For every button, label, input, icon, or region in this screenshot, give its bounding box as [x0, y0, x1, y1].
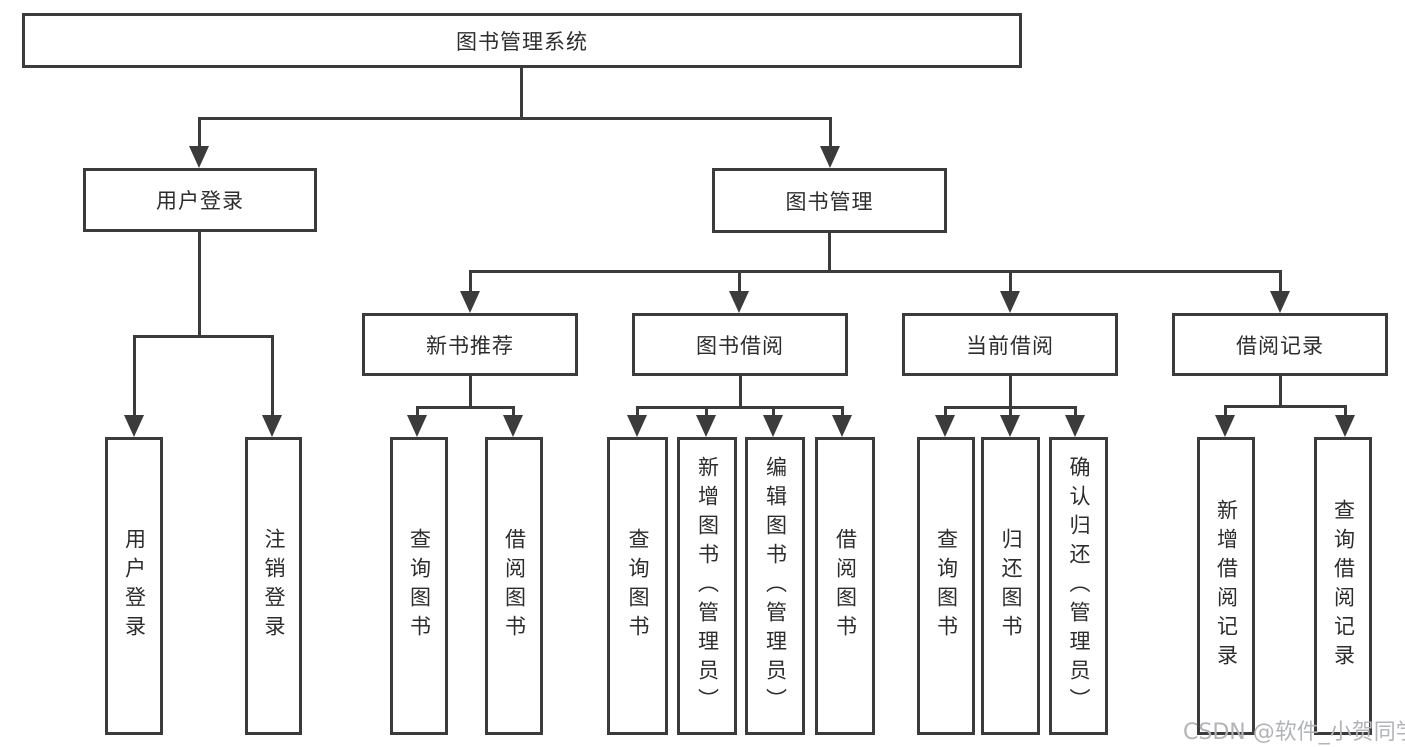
leaf-rec-query-label: 查询借阅记录 [1331, 499, 1356, 673]
connector-to-cur-query [944, 406, 947, 419]
connector-to-bw-query [636, 406, 639, 419]
connector-to-new-books [469, 270, 472, 295]
arrowhead-bw-edit [763, 415, 783, 437]
node-book-mgmt: 图书管理 [712, 168, 947, 233]
leaf-rec-query: 查询借阅记录 [1314, 437, 1372, 735]
leaf-login-label: 用户登录 [122, 528, 147, 644]
connector-to-bw-borrow [841, 406, 844, 419]
node-current-label: 当前借阅 [966, 333, 1054, 358]
leaf-bw-borrow-label: 借阅图书 [833, 528, 858, 644]
csdn-watermark: CSDN @软件_小贺同学 [1183, 720, 1405, 745]
arrowhead-rec-add [1215, 415, 1235, 437]
leaf-bw-edit-label: 编辑图书（管理员） [763, 455, 788, 717]
connector-borrowing-stem [739, 376, 742, 408]
connector-to-records [1279, 270, 1282, 295]
node-user-login: 用户登录 [83, 168, 317, 232]
connector-to-cur-confirm [1074, 406, 1077, 419]
leaf-rec-add: 新增借阅记录 [1197, 437, 1255, 735]
arrowhead-new-books [460, 291, 480, 313]
arrowhead-borrowing [729, 291, 749, 313]
node-borrowing: 图书借阅 [632, 313, 848, 376]
arrowhead-current [1000, 291, 1020, 313]
arrowhead-nb-borrow [503, 415, 523, 437]
arrowhead-logout [262, 415, 282, 437]
leaf-cur-return: 归还图书 [981, 437, 1040, 735]
node-user-login-label: 用户登录 [156, 189, 244, 213]
leaf-bw-query: 查询图书 [607, 437, 668, 735]
connector-borrowing-rail [636, 406, 844, 409]
connector-user-login-rail [133, 335, 274, 338]
connector-level3-rail [469, 270, 1282, 273]
arrowhead-book-mgmt [820, 146, 840, 168]
node-current: 当前借阅 [902, 313, 1118, 376]
connector-current-stem [1009, 376, 1012, 408]
connector-new-books-rail [416, 406, 515, 409]
connector-to-book-mgmt [829, 117, 832, 150]
connector-to-rec-add [1224, 405, 1227, 419]
arrowhead-user-login [189, 146, 209, 168]
leaf-nb-query-label: 查询图书 [407, 528, 432, 644]
node-records: 借阅记录 [1172, 313, 1388, 376]
connector-to-logout [271, 335, 274, 417]
leaf-bw-borrow: 借阅图书 [815, 437, 875, 735]
leaf-bw-edit: 编辑图书（管理员） [745, 437, 805, 735]
leaf-bw-add-label: 新增图书（管理员） [695, 455, 720, 717]
leaf-nb-borrow: 借阅图书 [485, 437, 543, 735]
node-root-label: 图书管理系统 [456, 29, 588, 54]
leaf-nb-query: 查询图书 [390, 437, 448, 735]
leaf-login: 用户登录 [105, 437, 163, 735]
arrowhead-cur-return [1000, 415, 1020, 437]
connector-book-mgmt-stem [828, 233, 831, 272]
leaf-cur-confirm-label: 确认归还（管理员） [1067, 455, 1091, 717]
connector-to-current [1009, 270, 1012, 295]
arrowhead-nb-query [407, 415, 427, 437]
arrowhead-records [1270, 291, 1290, 313]
connector-to-rec-query [1344, 405, 1347, 419]
connector-records-stem [1279, 376, 1282, 407]
leaf-cur-return-label: 归还图书 [999, 528, 1023, 644]
arrowhead-rec-query [1335, 415, 1355, 437]
connector-to-bw-edit [772, 406, 775, 419]
node-records-label: 借阅记录 [1236, 333, 1324, 358]
arrowhead-bw-add [696, 415, 716, 437]
arrowhead-bw-query [627, 415, 647, 437]
arrowhead-bw-borrow [832, 415, 852, 437]
arrowhead-cur-query [935, 415, 955, 437]
leaf-logout-label: 注销登录 [262, 528, 286, 644]
leaf-cur-query: 查询图书 [917, 437, 975, 735]
connector-user-login-stem [198, 232, 201, 337]
leaf-rec-add-label: 新增借阅记录 [1214, 499, 1239, 673]
node-new-books: 新书推荐 [362, 313, 578, 376]
leaf-cur-confirm: 确认归还（管理员） [1049, 437, 1108, 735]
connector-to-nb-borrow [512, 406, 515, 419]
connector-to-nb-query [416, 406, 419, 419]
connector-level2-rail [198, 117, 832, 120]
node-borrowing-label: 图书借阅 [696, 333, 784, 358]
node-root: 图书管理系统 [22, 13, 1022, 68]
node-new-books-label: 新书推荐 [426, 333, 514, 358]
leaf-bw-query-label: 查询图书 [626, 528, 650, 644]
arrowhead-cur-confirm [1065, 415, 1085, 437]
node-book-mgmt-label: 图书管理 [785, 189, 874, 214]
leaf-logout: 注销登录 [245, 437, 302, 735]
arrowhead-login [124, 415, 144, 437]
connector-new-books-stem [469, 376, 472, 408]
connector-to-user-login [198, 117, 201, 150]
connector-records-rail [1224, 405, 1347, 408]
connector-to-bw-add [705, 406, 708, 419]
connector-to-login [133, 335, 136, 417]
leaf-nb-borrow-label: 借阅图书 [502, 528, 527, 644]
leaf-bw-add: 新增图书（管理员） [677, 437, 737, 735]
leaf-cur-query-label: 查询图书 [934, 528, 959, 644]
connector-root-stem [520, 67, 523, 118]
connector-to-cur-return [1009, 406, 1012, 419]
connector-to-borrowing [738, 270, 741, 295]
